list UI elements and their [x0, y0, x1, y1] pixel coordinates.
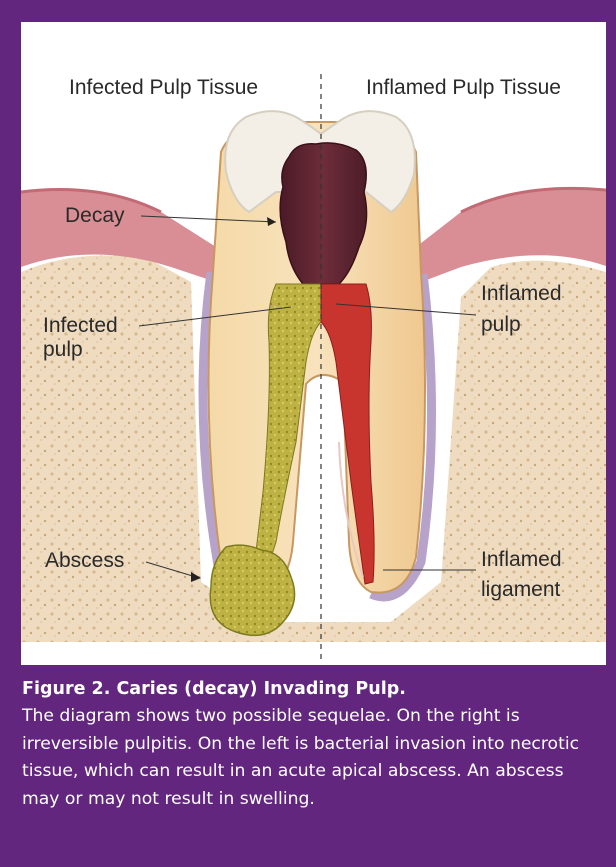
label-inflamed-ligament-line1: Inflamed — [481, 548, 562, 571]
header-left-label: Infected Pulp Tissue — [69, 76, 258, 99]
label-inflamed-pulp-line2: pulp — [481, 313, 521, 336]
label-inflamed-ligament-line2: ligament — [481, 578, 561, 601]
caption-title: Figure 2. Caries (decay) Invading Pulp. — [22, 676, 602, 702]
label-infected-pulp-line1: Infected — [43, 314, 118, 337]
label-inflamed-pulp-line1: Inflamed — [481, 282, 562, 305]
decay-lesion — [280, 143, 366, 284]
figure-caption: Figure 2. Caries (decay) Invading Pulp. … — [22, 676, 602, 813]
label-abscess: Abscess — [45, 549, 124, 572]
tooth-diagram: Infected Pulp Tissue Inflamed Pulp Tissu… — [21, 22, 606, 665]
caption-body: The diagram shows two possible sequelae.… — [22, 703, 602, 813]
header-right-label: Inflamed Pulp Tissue — [366, 76, 561, 99]
label-decay: Decay — [65, 204, 125, 227]
inflamed-pulp-area — [321, 284, 374, 584]
label-infected-pulp-line2: pulp — [43, 338, 83, 361]
